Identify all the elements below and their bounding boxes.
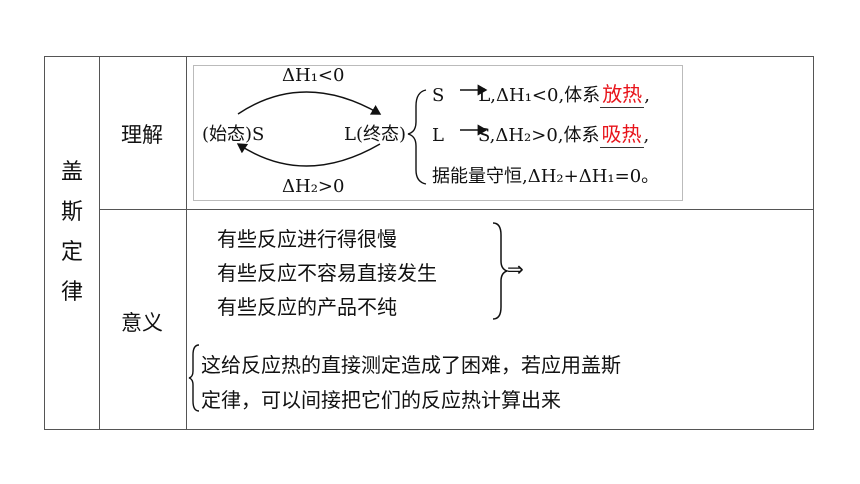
bottom-arrow-label: ΔH₂>0 (282, 176, 345, 197)
conclusion-line-1: 这给反应热的直接测定造成了困难，若应用盖斯 (201, 353, 621, 377)
row-label-understanding: 理解 (121, 123, 163, 147)
reason-slow: 有些反应进行得很慢 (217, 227, 397, 251)
title-char: 斯 (60, 200, 83, 225)
column-divider-1 (99, 57, 100, 429)
cycle-arrows (236, 84, 488, 185)
reverse-arrow (236, 143, 381, 167)
start-state: (始态)S (202, 124, 265, 145)
energy-conservation-line: 据能量守恒,ΔH₂+ΔH₁=0。 (432, 166, 660, 187)
row-divider (99, 209, 813, 210)
reason-hard: 有些反应不容易直接发生 (217, 261, 437, 285)
implies-arrow: ⇒ (507, 257, 524, 281)
row-label-significance: 意义 (121, 311, 163, 335)
top-arrow-label: ΔH₁<0 (282, 65, 345, 86)
end-state: L(终态) (344, 124, 406, 145)
right-brace (492, 222, 510, 320)
conclusion-line-2: 定律，可以间接把它们的反应热计算出来 (201, 388, 561, 412)
title-column: 盖 斯 定 律 (59, 153, 85, 313)
title-char: 盖 (60, 160, 83, 185)
title-char: 定 (60, 240, 83, 265)
conclusion-brace (188, 344, 200, 412)
answer-exothermic: 放热 (600, 78, 645, 108)
answer-endothermic: 吸热 (599, 118, 644, 148)
title-char: 律 (60, 280, 83, 305)
left-brace (407, 89, 427, 185)
reason-impure: 有些反应的产品不纯 (217, 295, 397, 319)
column-divider-2 (186, 57, 187, 429)
forward-arrow (237, 91, 382, 115)
